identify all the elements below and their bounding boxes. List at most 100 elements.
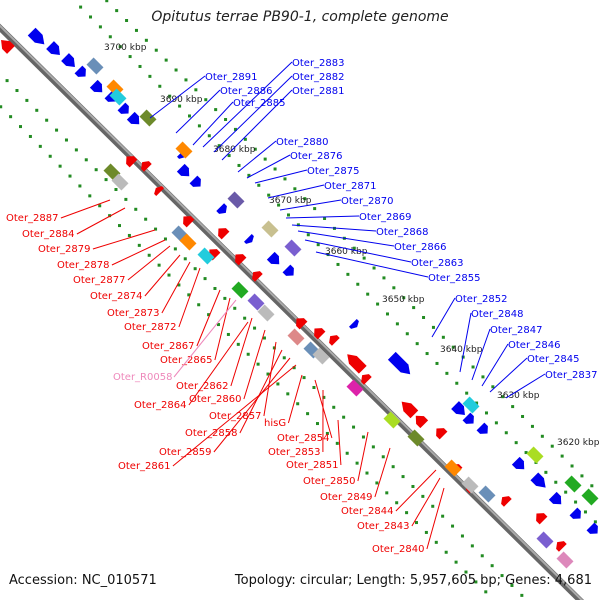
feature-box-shape [261, 220, 279, 238]
track-dot [385, 312, 389, 316]
reverse-gene-arrow [314, 328, 326, 340]
reverse-gene-leader [178, 267, 201, 328]
track-dot [35, 108, 39, 112]
track-dot [157, 263, 161, 267]
track-dot [84, 158, 88, 162]
track-dot [564, 490, 568, 494]
track-dot [194, 88, 198, 92]
reverse-gene-label: Oter_2853 [268, 447, 321, 458]
forward-gene-arrow [243, 233, 254, 244]
track-dot [474, 580, 478, 584]
scale-label: 3660 kbp [325, 247, 368, 257]
forward-gene-arrow-shape [74, 65, 86, 77]
feature-box-shape [581, 488, 599, 506]
scale-label: 3700 kbp [104, 43, 147, 53]
track-dot [296, 223, 300, 227]
feature-box-shape [139, 109, 157, 127]
feature-box [197, 247, 215, 265]
track-dot [361, 435, 365, 439]
track-dot [134, 28, 138, 32]
forward-gene-arrow [451, 401, 465, 415]
forward-gene-arrow-shape [27, 27, 45, 45]
track-dot [0, 105, 3, 109]
track-dot [38, 144, 42, 148]
track-dot [134, 207, 138, 211]
feature-box [179, 233, 197, 251]
forward-gene-label: Oter_2876 [290, 151, 343, 162]
reverse-gene-leader [172, 364, 297, 467]
forward-gene-arrow-shape [216, 203, 227, 214]
forward-gene-label: Oter_2869 [359, 212, 412, 223]
track-dot [296, 402, 300, 406]
track-dot [580, 474, 584, 478]
feature-box-shape [109, 88, 127, 106]
feature-box [444, 459, 462, 477]
track-dot [214, 108, 218, 112]
track-dot [323, 216, 327, 220]
feature-box [478, 485, 496, 503]
feature-box [109, 88, 127, 106]
track-dot [79, 5, 83, 9]
forward-gene-arrow [348, 318, 359, 329]
forward-gene-arrow-shape [530, 472, 546, 488]
reverse-gene-label: Oter_2878 [57, 260, 110, 271]
track-dot [262, 336, 266, 340]
track-dot [125, 19, 129, 23]
reverse-gene-label: Oter_2860 [189, 394, 242, 405]
forward-gene-arrow [61, 53, 75, 67]
reverse-gene-label: Oter_2850 [303, 476, 356, 487]
track-dot [441, 514, 445, 518]
track-dot [530, 424, 534, 428]
forward-gene-arrow [176, 163, 190, 177]
forward-gene-arrow-shape [387, 351, 411, 375]
track-dot [94, 168, 98, 172]
track-dot [303, 197, 307, 201]
forward-gene-arrow [586, 522, 598, 534]
feature-box-shape [247, 293, 265, 311]
track-dot [104, 178, 108, 182]
feature-box [86, 57, 104, 75]
feature-box-shape [179, 233, 197, 251]
reverse-gene-arrow-shape [436, 428, 448, 440]
track-dot [444, 550, 448, 554]
track-dot [48, 154, 52, 158]
track-dot [177, 283, 181, 287]
feature-box-shape [564, 475, 582, 493]
track-dot [471, 365, 475, 369]
reverse-gene-leader [395, 469, 437, 512]
feature-box [526, 446, 544, 464]
feature-box [581, 488, 599, 506]
track-dot [362, 256, 366, 260]
accession-label: Accession: NC_010571 [9, 573, 157, 588]
forward-gene-arrow-shape [117, 102, 129, 114]
forward-gene-label: Oter_2866 [394, 242, 447, 253]
reverse-gene-label: Oter_2851 [286, 460, 339, 471]
track-dot [494, 421, 498, 425]
track-dot [352, 246, 356, 250]
feature-box [261, 220, 279, 238]
scale-label: 3680 kbp [213, 145, 256, 155]
forward-gene-leader [149, 75, 206, 119]
track-dot [197, 124, 201, 128]
track-dot [313, 207, 317, 211]
reverse-gene-arrow-shape [556, 541, 567, 552]
feature-box-shape [284, 239, 302, 257]
track-dot [395, 322, 399, 326]
reverse-gene-arrow [556, 541, 567, 552]
forward-gene-arrow-shape [89, 79, 103, 93]
reverse-gene-label: Oter_2861 [118, 461, 171, 472]
track-dot [336, 262, 340, 266]
track-dot [55, 128, 59, 132]
track-dot [484, 411, 488, 415]
feature-box [312, 347, 330, 365]
track-dot [356, 282, 360, 286]
track-dot [405, 511, 409, 515]
track-dot [217, 144, 221, 148]
forward-gene-label: Oter_2881 [292, 86, 345, 97]
track-dot [168, 94, 172, 98]
track-dot [256, 362, 260, 366]
forward-gene-label: Oter_2846 [508, 340, 561, 351]
track-dot [127, 233, 131, 237]
track-dot [74, 148, 78, 152]
track-dot [441, 335, 445, 339]
